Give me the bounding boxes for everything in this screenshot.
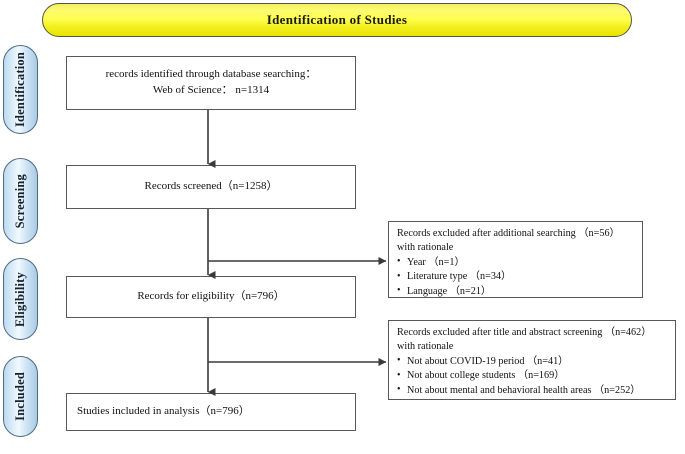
records-identified-line-2: Web of Science： n=1314 (152, 84, 270, 96)
excluded-additional-heading-2: with rationale (397, 242, 454, 254)
list-item: Year （n=1） (397, 255, 635, 270)
list-item: Not about mental and behavioral health a… (397, 383, 668, 398)
stage-label-identification: Identification (13, 51, 27, 128)
list-item: Not about COVID-19 period （n=41） (397, 354, 668, 369)
box-studies-included: Studies included in analysis（n=796） (66, 393, 356, 431)
excluded-title-abstract-heading-1: Records excluded after title and abstrac… (397, 327, 652, 338)
diagram-title-banner: Identification of Studies (42, 3, 632, 37)
records-screened-line-1: Records screened（n=1258） (144, 180, 278, 193)
stage-pill-eligibility: Eligibility (3, 258, 38, 340)
list-item: Language （n=21） (397, 284, 635, 299)
list-item: Not about college students （n=169） (397, 369, 668, 384)
stage-pill-included: Included (3, 356, 38, 437)
stage-label-eligibility: Eligibility (13, 271, 27, 327)
box-excluded-additional-searching: Records excluded after additional search… (388, 221, 643, 299)
records-identified-line-1: records identified through database sear… (105, 68, 317, 81)
diagram-title: Identification of Studies (266, 12, 408, 27)
box-excluded-title-abstract: Records excluded after title and abstrac… (388, 320, 676, 400)
stage-label-included: Included (13, 372, 27, 421)
stage-pill-screening: Screening (3, 158, 38, 244)
stage-pill-identification: Identification (3, 45, 38, 134)
excluded-additional-reason-list: Year （n=1） Literature type （n=34） Langua… (397, 255, 635, 299)
stage-label-screening: Screening (13, 173, 27, 229)
studies-included-line-1: Studies included in analysis（n=796） (77, 405, 250, 418)
excluded-title-abstract-reason-list: Not about COVID-19 period （n=41） Not abo… (397, 354, 668, 398)
excluded-additional-heading-1: Records excluded after additional search… (397, 228, 620, 239)
box-records-eligibility: Records for eligibility（n=796） (66, 276, 356, 318)
list-item: Literature type （n=34） (397, 270, 635, 285)
records-eligibility-line-1: Records for eligibility（n=796） (137, 290, 285, 303)
excluded-title-abstract-heading-2: with rationale (397, 341, 454, 353)
box-records-screened: Records screened（n=1258） (66, 165, 356, 209)
box-records-identified: records identified through database sear… (66, 56, 356, 110)
